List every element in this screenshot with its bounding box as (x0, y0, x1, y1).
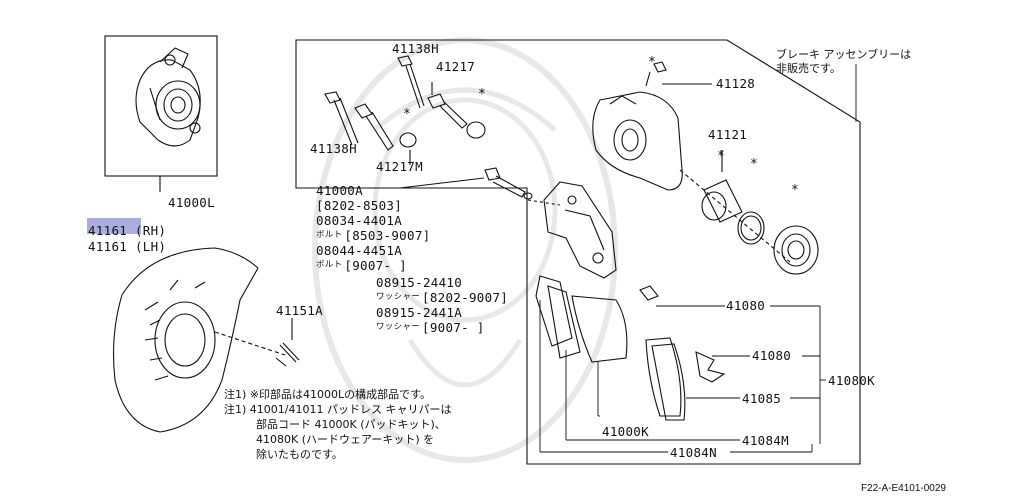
label-41084M[interactable]: 41084M (742, 433, 789, 448)
guide-pin-bolts (324, 55, 486, 165)
label-41138H-left[interactable]: 41138H (310, 141, 357, 156)
star-marker: * (717, 149, 725, 164)
label-41000L[interactable]: 41000L (168, 195, 215, 210)
label-41084N[interactable]: 41084N (670, 445, 717, 460)
label-41080-b[interactable]: 41080 (752, 348, 792, 363)
caliper-assembly-inset (104, 35, 218, 192)
washer-tag-2: ワッシャー (376, 322, 421, 332)
header-note-line1: ブレーキ アッセンブリーは (776, 48, 912, 61)
bolt-tag-2: ボルト (316, 260, 343, 270)
label-08044-range-text: [9007- ] (344, 258, 408, 273)
bolt-tag-1: ボルト (316, 230, 343, 240)
figure-code: F22-A-E4101-0029 (860, 483, 946, 494)
footnote-line3: 部品コード 41000K (パッドキット)、 (256, 418, 446, 431)
label-41128[interactable]: 41128 (716, 76, 756, 91)
star-marker: * (791, 183, 799, 198)
label-41000K[interactable]: 41000K (602, 424, 649, 439)
highlighted-part-marker[interactable] (87, 218, 141, 234)
label-08915-24410[interactable]: 08915-24410 (376, 275, 463, 290)
label-08044-range: ボルト[9007- ] (316, 259, 407, 272)
label-41000A-range: [8202-8503] (316, 198, 403, 213)
label-41151A[interactable]: 41151A (276, 303, 323, 318)
label-08915-2441A[interactable]: 08915-2441A (376, 305, 463, 320)
star-marker: * (648, 55, 656, 70)
assembly-boundary (295, 39, 861, 465)
washer-tag-1: ワッシャー (376, 292, 421, 302)
label-08034-4401A[interactable]: 08034-4401A (316, 213, 403, 228)
caliper-body (592, 61, 700, 191)
label-08915-1-range: ワッシャー[8202-9007] (376, 291, 508, 304)
label-41121[interactable]: 41121 (708, 127, 748, 142)
label-08034-range-text: [8503-9007] (344, 228, 431, 243)
star-marker: * (403, 107, 411, 122)
label-41161-lh[interactable]: 41161 (LH) (88, 239, 167, 254)
caliper-bracket (527, 181, 617, 279)
leader-lines (539, 64, 857, 453)
star-marker: * (478, 87, 486, 102)
label-41138H-top[interactable]: 41138H (392, 41, 439, 56)
piston-seal-boot (679, 150, 819, 275)
bolt-41000A (399, 167, 533, 200)
label-08915-1-range-text: [8202-9007] (422, 290, 509, 305)
star-marker: * (750, 157, 758, 172)
label-41080-a[interactable]: 41080 (726, 298, 766, 313)
label-41161-rh[interactable]: 41161 (RH) (88, 223, 167, 238)
label-08915-2-range-text: [9007- ] (422, 320, 485, 335)
bolt-41151A (275, 342, 300, 367)
brake-pads-shims (535, 275, 726, 421)
footnote-line1: 注1) ※印部品は41000Lの構成部品です。 (224, 388, 432, 401)
footnote-line5: 除いたものです。 (256, 448, 343, 461)
label-41217M[interactable]: 41217M (376, 159, 423, 174)
label-08915-2-range: ワッシャー[9007- ] (376, 321, 485, 334)
dust-shield-drawing (112, 247, 286, 433)
label-08044-4451A[interactable]: 08044-4451A (316, 243, 403, 258)
label-41085[interactable]: 41085 (742, 391, 782, 406)
label-08034-range: ボルト[8503-9007] (316, 229, 431, 242)
label-41000A[interactable]: 41000A (316, 183, 363, 198)
label-41080K[interactable]: 41080K (828, 373, 875, 388)
footnote-line2: 注1) 41001/41011 パッドレス キャリパーは (224, 403, 452, 416)
header-note-line2: 非販売です。 (776, 62, 841, 75)
label-41217-top[interactable]: 41217 (436, 59, 476, 74)
footnote-line4: 41080K (ハードウェアーキット) を (256, 433, 435, 446)
